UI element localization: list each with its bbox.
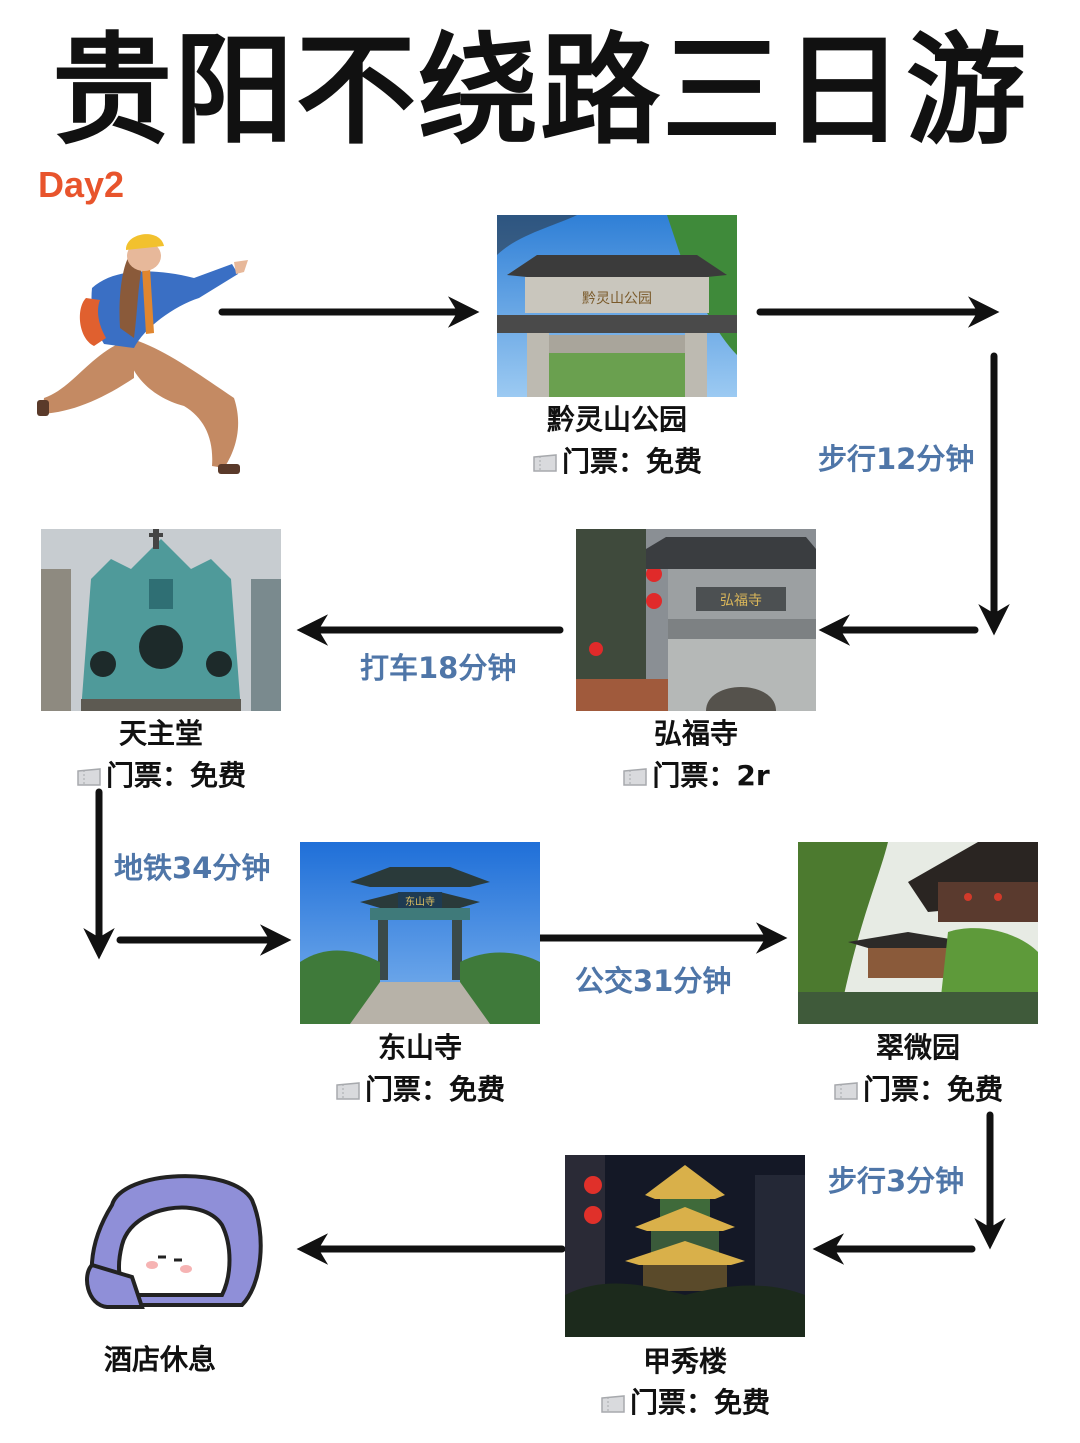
- ticket-text: 门票：2r: [652, 759, 770, 792]
- transit-walk-12: 步行12分钟: [818, 442, 975, 476]
- ticket-qianling: 门票：免费: [487, 440, 747, 480]
- stop-name-dongshan: 东山寺: [377, 1031, 462, 1064]
- transit-taxi-18: 打车18分钟: [360, 651, 517, 685]
- photo-dongshan-temple: 东山寺: [300, 842, 540, 1024]
- photo-jiaxiu-tower: [565, 1155, 805, 1337]
- ticket-icon: [834, 1082, 858, 1100]
- photo-hongfu-temple: 弘福寺: [576, 529, 816, 711]
- ticket-text: 门票：免费: [364, 1073, 505, 1106]
- ticket-text: 门票：免费: [105, 759, 246, 792]
- transit-metro-34: 地铁34分钟: [114, 851, 271, 885]
- ticket-text: 门票：免费: [629, 1386, 770, 1419]
- qianling-sign-text: 黔灵山公园: [582, 291, 652, 307]
- ticket-cuiwei: 门票：免费: [788, 1068, 1048, 1108]
- ticket-text: 门票：免费: [862, 1073, 1003, 1106]
- ticket-dongshan: 门票：免费: [290, 1068, 550, 1108]
- photo-cuiwei-garden: [798, 842, 1038, 1024]
- page-title: 贵阳不绕路三日游: [52, 22, 1028, 161]
- photo-qianling-park: 黔灵山公园: [497, 215, 737, 397]
- day-label: Day2: [38, 164, 125, 205]
- transit-bus-31: 公交31分钟: [575, 964, 732, 998]
- stop-name-jiaxiu: 甲秀楼: [642, 1345, 727, 1378]
- resting-ghost-icon: [85, 1174, 263, 1309]
- ticket-hongfu: 门票：2r: [566, 754, 826, 794]
- stop-name-qianling: 黔灵山公园: [546, 403, 687, 436]
- ticket-icon: [601, 1395, 625, 1413]
- photo-catholic-church: [41, 529, 281, 711]
- ticket-icon: [623, 768, 648, 786]
- hongfu-sign-text: 弘福寺: [720, 593, 762, 609]
- ticket-icon: [533, 454, 557, 472]
- traveler-illustration: [37, 234, 248, 474]
- transit-walk-3: 步行3分钟: [828, 1164, 965, 1198]
- dongshan-sign-text: 东山寺: [405, 895, 435, 908]
- stop-name-church: 天主堂: [118, 717, 203, 750]
- stop-name-hotel: 酒店休息: [103, 1343, 216, 1376]
- ticket-icon: [336, 1082, 360, 1100]
- ticket-jiaxiu: 门票：免费: [555, 1381, 815, 1421]
- ticket-text: 门票：免费: [561, 445, 702, 478]
- stop-name-hongfu: 弘福寺: [653, 717, 738, 750]
- ticket-church: 门票：免费: [31, 754, 291, 794]
- stop-name-cuiwei: 翠微园: [875, 1031, 960, 1064]
- ticket-icon: [77, 768, 101, 786]
